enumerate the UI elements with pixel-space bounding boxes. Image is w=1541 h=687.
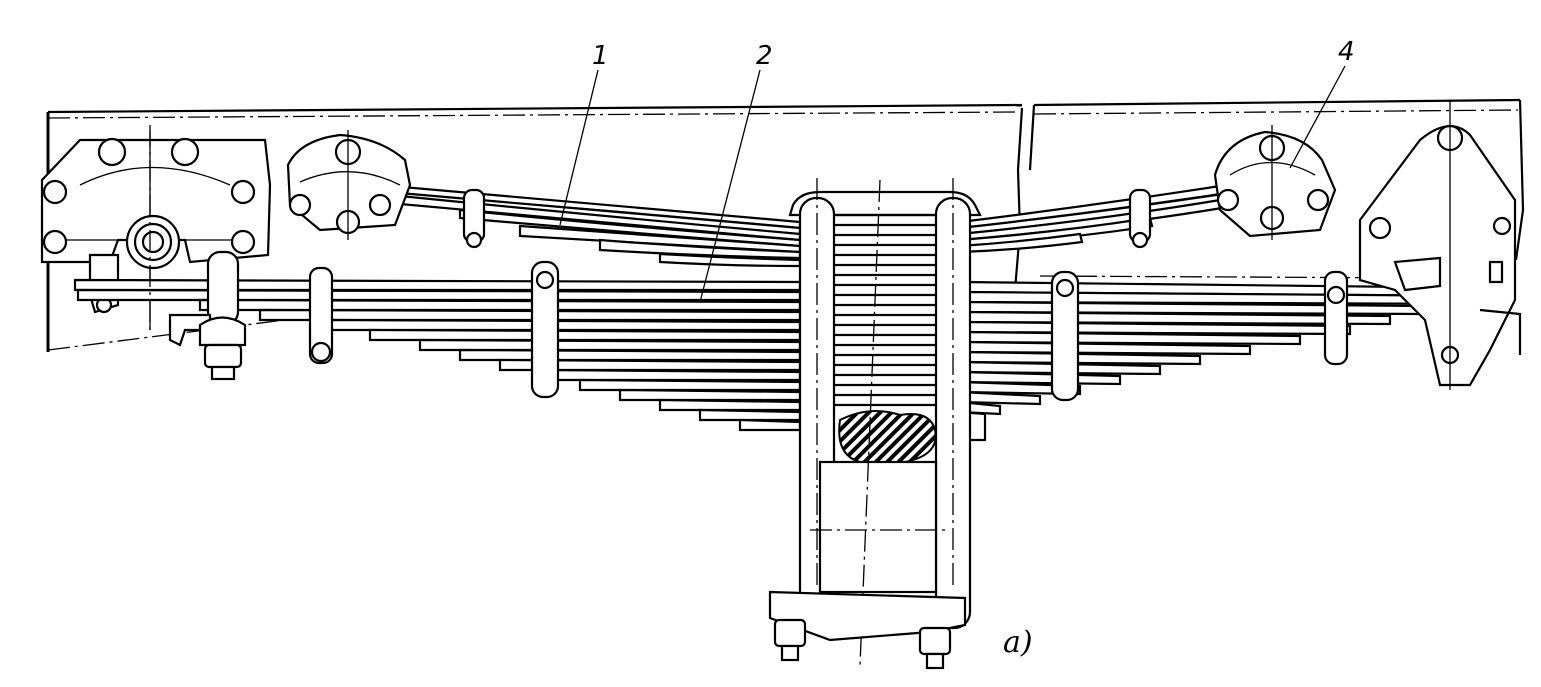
- spring-clips: [308, 188, 1349, 402]
- shackle-bolt: [168, 250, 247, 381]
- callout-label-4: 4: [1338, 37, 1355, 67]
- callout-label-2: 2: [756, 41, 773, 71]
- main-spring-pack: [73, 278, 1502, 442]
- callout-leader-4: 4: [1289, 37, 1355, 169]
- callout-leader-1: 1: [559, 41, 609, 226]
- rear-spring-bracket: [1358, 100, 1522, 390]
- center-lines: [149, 125, 954, 590]
- center-pack-leaves: [834, 223, 936, 407]
- u-bolt-assembly: [768, 179, 982, 670]
- figure-caption: a): [1003, 625, 1033, 660]
- callout-leader-2: 2: [699, 41, 773, 303]
- callout-label-1: 1: [592, 41, 609, 71]
- helper-front-bracket: [286, 130, 412, 240]
- helper-rear-bracket: [1213, 125, 1337, 240]
- rubber-bump-stop: [838, 410, 937, 463]
